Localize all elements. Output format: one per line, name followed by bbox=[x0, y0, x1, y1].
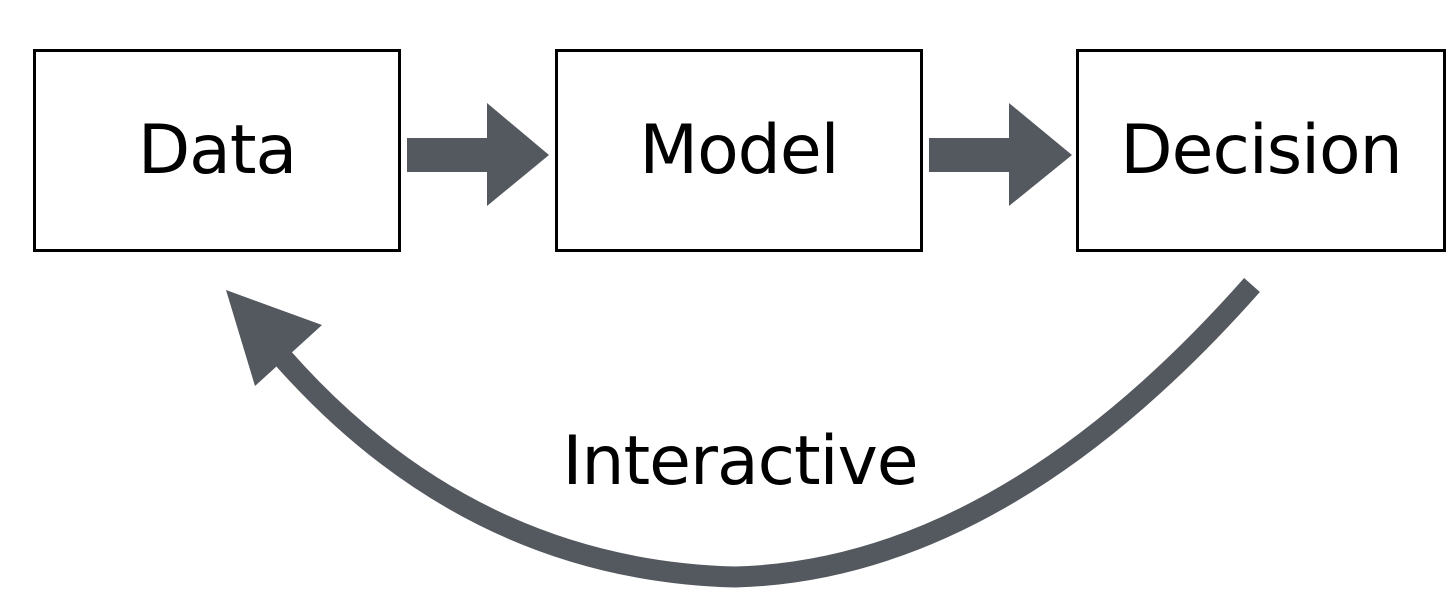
node-decision-box: Decision bbox=[1076, 49, 1446, 252]
arrow-decision-to-data-head bbox=[226, 290, 322, 386]
node-decision-label: Decision bbox=[1120, 110, 1402, 190]
node-data-box: Data bbox=[33, 49, 401, 252]
node-data-label: Data bbox=[137, 110, 297, 190]
arrow-data-to-model bbox=[407, 103, 549, 206]
node-model-label: Model bbox=[639, 110, 839, 190]
arrow-decision-to-data-curve bbox=[274, 278, 1260, 588]
edge-interactive-label: Interactive bbox=[562, 422, 918, 501]
arrow-model-to-decision bbox=[929, 103, 1072, 206]
node-model-box: Model bbox=[555, 49, 923, 252]
